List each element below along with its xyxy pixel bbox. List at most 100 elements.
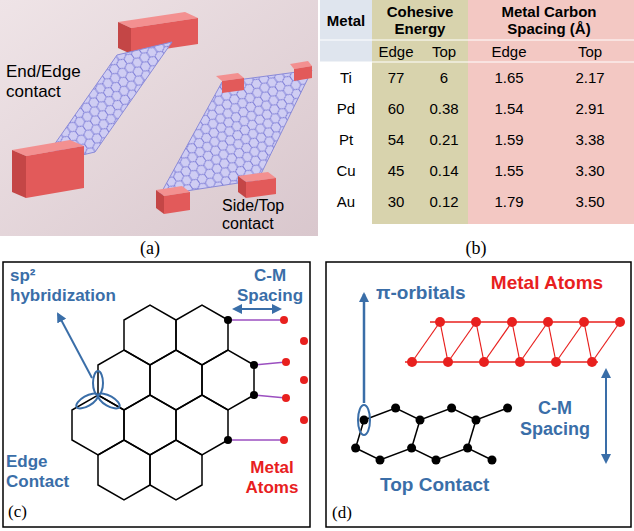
table-cell: Ti bbox=[320, 69, 372, 86]
table-cell: 1.65 bbox=[468, 69, 550, 86]
contact-label: Side/Top contact bbox=[222, 197, 314, 234]
table-cell: 45 bbox=[372, 162, 420, 179]
carbon-atom bbox=[463, 444, 472, 453]
metal-bond bbox=[448, 322, 476, 362]
hexagon bbox=[72, 395, 124, 455]
table-cell: 3.30 bbox=[548, 162, 632, 179]
hexagon bbox=[176, 395, 228, 455]
graphene-layer bbox=[351, 404, 512, 465]
metal-atom bbox=[282, 358, 290, 366]
hexagon bbox=[98, 440, 150, 500]
hexagon bbox=[202, 350, 254, 410]
table-cell: 3.50 bbox=[548, 193, 632, 210]
table-header: Metal Carbon Spacing (Å) bbox=[489, 3, 609, 38]
carbon-atom bbox=[351, 444, 360, 453]
bond-line bbox=[228, 439, 284, 441]
metal-atom bbox=[280, 436, 288, 444]
panel-letter: (a) bbox=[130, 238, 170, 259]
callout-label: Top Contact bbox=[380, 474, 570, 496]
table-cell: 60 bbox=[372, 100, 420, 117]
panel-background bbox=[0, 0, 318, 236]
table-cell: 2.17 bbox=[548, 69, 632, 86]
pi-orbital bbox=[358, 405, 370, 435]
contact-label: End/Edge contact bbox=[6, 62, 86, 101]
table-subheader: Top bbox=[420, 43, 468, 60]
table-cell: 0.12 bbox=[420, 193, 468, 210]
bond-line bbox=[254, 362, 286, 365]
metal-atom bbox=[443, 357, 453, 367]
table-cell: Cu bbox=[320, 162, 372, 179]
table-subheader: Edge bbox=[372, 43, 420, 60]
metal-bond bbox=[476, 322, 484, 362]
pointer-arrow bbox=[58, 314, 92, 378]
callout-label: Metal Atoms bbox=[236, 458, 308, 497]
table-cell: 1.55 bbox=[468, 162, 550, 179]
metal-atom bbox=[407, 357, 417, 367]
metal-atom bbox=[282, 394, 290, 402]
spacing-arrow bbox=[605, 370, 607, 462]
metal-atom bbox=[471, 317, 481, 327]
bond-line bbox=[228, 319, 284, 321]
metal-bond bbox=[592, 322, 620, 362]
callout-label: sp² hybridization bbox=[10, 266, 138, 305]
panel-frame bbox=[326, 262, 631, 527]
metal-atom bbox=[551, 357, 561, 367]
top-contact-sheet bbox=[156, 61, 312, 214]
carbon-atom bbox=[407, 444, 416, 453]
metal-atom bbox=[280, 316, 288, 324]
carbon-chain bbox=[364, 408, 508, 420]
bond-line bbox=[254, 395, 286, 398]
table-cell: 0.21 bbox=[420, 131, 468, 148]
table-cell: 3.38 bbox=[548, 131, 632, 148]
table-cell: Pt bbox=[320, 131, 372, 148]
metal-bond bbox=[520, 322, 548, 362]
hexagon bbox=[150, 350, 202, 410]
edge-contact-sheet bbox=[12, 12, 198, 198]
table-cell: 6 bbox=[420, 69, 468, 86]
metal-atom bbox=[515, 357, 525, 367]
table-grounds bbox=[320, 0, 634, 224]
hexagon bbox=[176, 305, 228, 365]
metal-bond bbox=[548, 322, 556, 362]
metal-layer bbox=[405, 317, 625, 367]
table-cell: 1.54 bbox=[468, 100, 550, 117]
hexagon bbox=[124, 305, 176, 365]
metal-bond bbox=[440, 322, 448, 362]
carbon-atom bbox=[250, 361, 258, 369]
metal-atom bbox=[507, 317, 517, 327]
table-cell: Pd bbox=[320, 100, 372, 117]
carbon-atom bbox=[224, 316, 232, 324]
metal-bond bbox=[584, 322, 592, 362]
metal-atom bbox=[615, 317, 625, 327]
table-cell: 0.14 bbox=[420, 162, 468, 179]
metal-bond bbox=[484, 322, 512, 362]
metal-atom bbox=[300, 376, 308, 384]
panel-frame bbox=[3, 262, 310, 527]
table-cell: 2.91 bbox=[548, 100, 632, 117]
metal-atom bbox=[300, 337, 308, 345]
panel-letter: (c) bbox=[8, 502, 48, 522]
carbon-atom bbox=[391, 404, 400, 413]
table-cell: 1.79 bbox=[468, 193, 550, 210]
table-subheader: Edge bbox=[468, 43, 550, 60]
carbon-atom bbox=[432, 456, 441, 465]
table-header: Metal bbox=[320, 12, 372, 29]
carbon-atom bbox=[488, 456, 497, 465]
callout-label: Metal Atoms bbox=[472, 272, 622, 294]
carbon-atom bbox=[447, 404, 456, 413]
table-cell: Au bbox=[320, 193, 372, 210]
metal-atom bbox=[587, 357, 597, 367]
carbon-atom bbox=[250, 391, 258, 399]
table-header: Cohesive Energy bbox=[372, 3, 468, 38]
hexagon bbox=[124, 395, 176, 455]
carbon-atom bbox=[503, 404, 512, 413]
hexagon bbox=[98, 350, 150, 410]
carbon-atom bbox=[224, 436, 232, 444]
table-subheader: Top bbox=[548, 43, 632, 60]
sp2-orbitals bbox=[74, 371, 122, 411]
metal-atom bbox=[579, 317, 589, 327]
pointer-arrow bbox=[363, 294, 366, 403]
spacing-arrow bbox=[234, 308, 280, 310]
